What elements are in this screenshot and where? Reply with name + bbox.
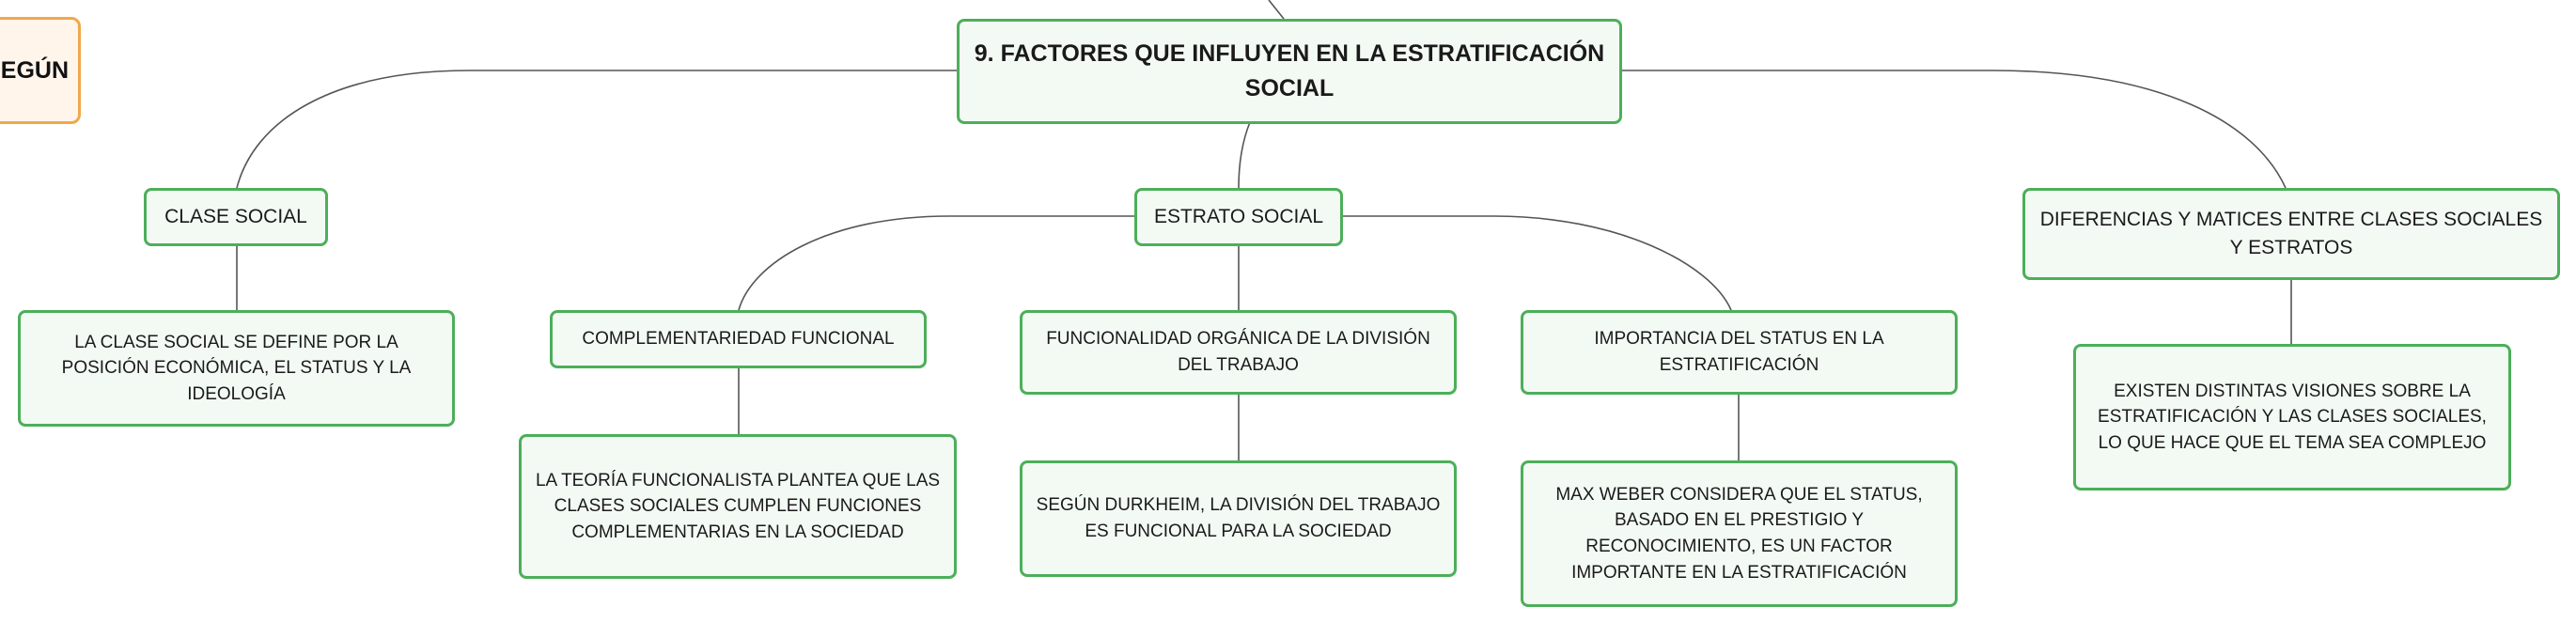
topic-estrato-social[interactable]: ESTRATO SOCIAL: [1134, 188, 1343, 246]
detail-complementariedad[interactable]: LA TEORÍA FUNCIONALISTA PLANTEA QUE LAS …: [519, 434, 957, 579]
detail-funcionalidad-text: SEGÚN DURKHEIM, LA DIVISIÓN DEL TRABAJO …: [1036, 495, 1441, 541]
subtopic-importancia[interactable]: IMPORTANCIA DEL STATUS EN LA ESTRATIFICA…: [1521, 310, 1958, 395]
topic-diferencias-label: DIFERENCIAS Y MATICES ENTRE CLASES SOCIA…: [2039, 208, 2543, 258]
detail-diferencias-text: EXISTEN DISTINTAS VISIONES SOBRE LA ESTR…: [2098, 381, 2487, 453]
topic-clase-social[interactable]: CLASE SOCIAL: [144, 188, 328, 246]
subtopic-funcionalidad-label: FUNCIONALIDAD ORGÁNICA DE LA DIVISIÓN DE…: [1046, 329, 1430, 375]
offpage-node-label: SEGÚN: [0, 56, 69, 84]
link-parent-root: [1268, 0, 1285, 20]
link-estrato-complementariedad: [738, 215, 1134, 311]
topic-diferencias[interactable]: DIFERENCIAS Y MATICES ENTRE CLASES SOCIA…: [2022, 188, 2560, 280]
link-root-clase: [236, 70, 957, 189]
detail-importancia-text: MAX WEBER CONSIDERA QUE EL STATUS, BASAD…: [1555, 484, 1923, 583]
subtopic-complementariedad[interactable]: COMPLEMENTARIEDAD FUNCIONAL: [550, 310, 927, 368]
root-topic-label: 9. FACTORES QUE INFLUYEN EN LA ESTRATIFI…: [974, 39, 1605, 102]
subtopic-complementariedad-label: COMPLEMENTARIEDAD FUNCIONAL: [582, 329, 895, 350]
detail-diferencias[interactable]: EXISTEN DISTINTAS VISIONES SOBRE LA ESTR…: [2073, 344, 2511, 491]
topic-estrato-social-label: ESTRATO SOCIAL: [1153, 205, 1324, 227]
link-estrato-importancia: [1342, 215, 1732, 311]
subtopic-importancia-label: IMPORTANCIA DEL STATUS EN LA ESTRATIFICA…: [1594, 329, 1884, 375]
root-topic[interactable]: 9. FACTORES QUE INFLUYEN EN LA ESTRATIFI…: [957, 19, 1622, 124]
detail-complementariedad-text: LA TEORÍA FUNCIONALISTA PLANTEA QUE LAS …: [535, 470, 941, 542]
offpage-node[interactable]: SEGÚN: [0, 17, 81, 124]
detail-clase-social-text: LA CLASE SOCIAL SE DEFINE POR LA POSICIÓ…: [61, 332, 412, 404]
detail-funcionalidad[interactable]: SEGÚN DURKHEIM, LA DIVISIÓN DEL TRABAJO …: [1020, 460, 1457, 577]
detail-importancia[interactable]: MAX WEBER CONSIDERA QUE EL STATUS, BASAD…: [1521, 460, 1958, 607]
subtopic-funcionalidad[interactable]: FUNCIONALIDAD ORGÁNICA DE LA DIVISIÓN DE…: [1020, 310, 1457, 395]
link-root-diferencias: [1622, 70, 2287, 189]
topic-clase-social-label: CLASE SOCIAL: [164, 205, 307, 227]
detail-clase-social[interactable]: LA CLASE SOCIAL SE DEFINE POR LA POSICIÓ…: [18, 310, 455, 427]
link-root-estrato: [1238, 121, 1251, 189]
